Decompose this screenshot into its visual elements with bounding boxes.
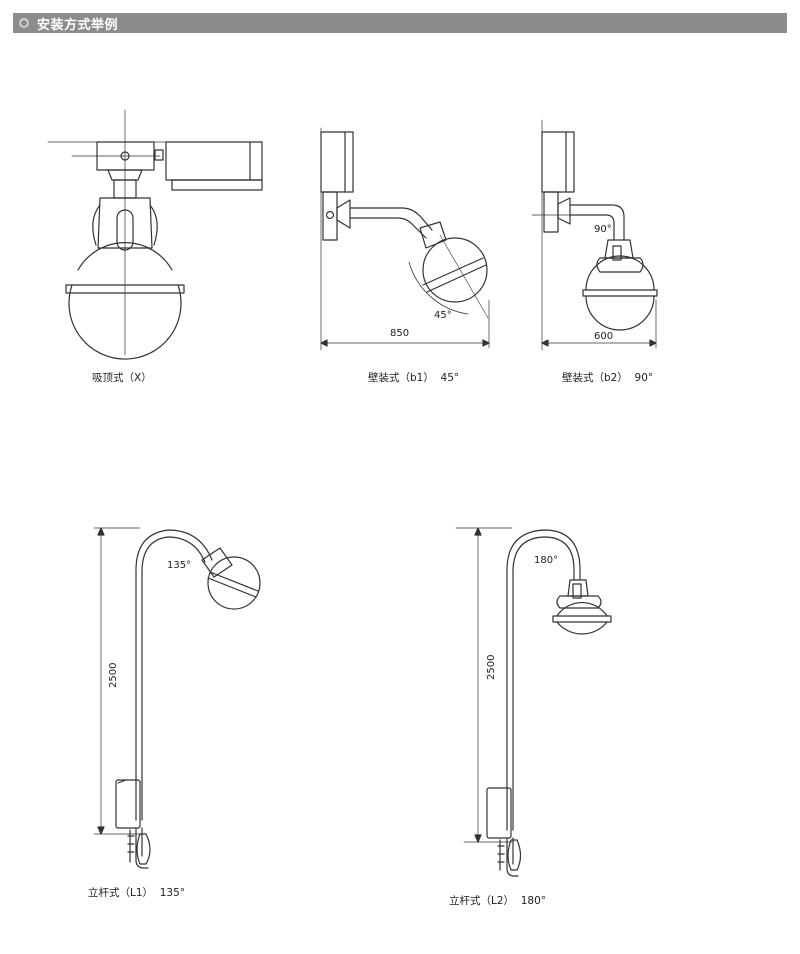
pole-mount-135-drawing bbox=[93, 527, 261, 869]
wall-45-angle-label: 45° bbox=[434, 310, 452, 321]
pole-135-height-label: 2500 bbox=[108, 663, 119, 688]
section-header: 安装方式举例 bbox=[13, 13, 787, 33]
caption-wall-90: 壁装式（b2） 90° bbox=[562, 372, 654, 384]
wall-90-dimension-label: 600 bbox=[594, 331, 613, 342]
caption-pole-135: 立杆式（L1） 135° bbox=[88, 887, 185, 899]
pole-mount-180-drawing bbox=[455, 527, 612, 877]
pole-180-height-label: 2500 bbox=[486, 655, 497, 680]
caption-wall-45: 壁装式（b1） 45° bbox=[368, 372, 460, 384]
caption-ceiling: 吸顶式（X） bbox=[92, 372, 152, 384]
ceiling-mount-drawing bbox=[47, 109, 263, 360]
caption-pole-180: 立杆式（L2） 180° bbox=[449, 895, 546, 907]
wall-mount-90-drawing bbox=[531, 119, 658, 351]
wall-90-angle-label: 90° bbox=[594, 224, 612, 235]
wall-mount-45-drawing bbox=[320, 127, 490, 351]
pole-135-angle-label: 135° bbox=[167, 560, 191, 571]
wall-45-dimension-label: 850 bbox=[390, 328, 409, 339]
circle-bullet-icon bbox=[19, 18, 29, 28]
section-title: 安装方式举例 bbox=[37, 17, 119, 33]
pole-180-angle-label: 180° bbox=[534, 555, 558, 566]
